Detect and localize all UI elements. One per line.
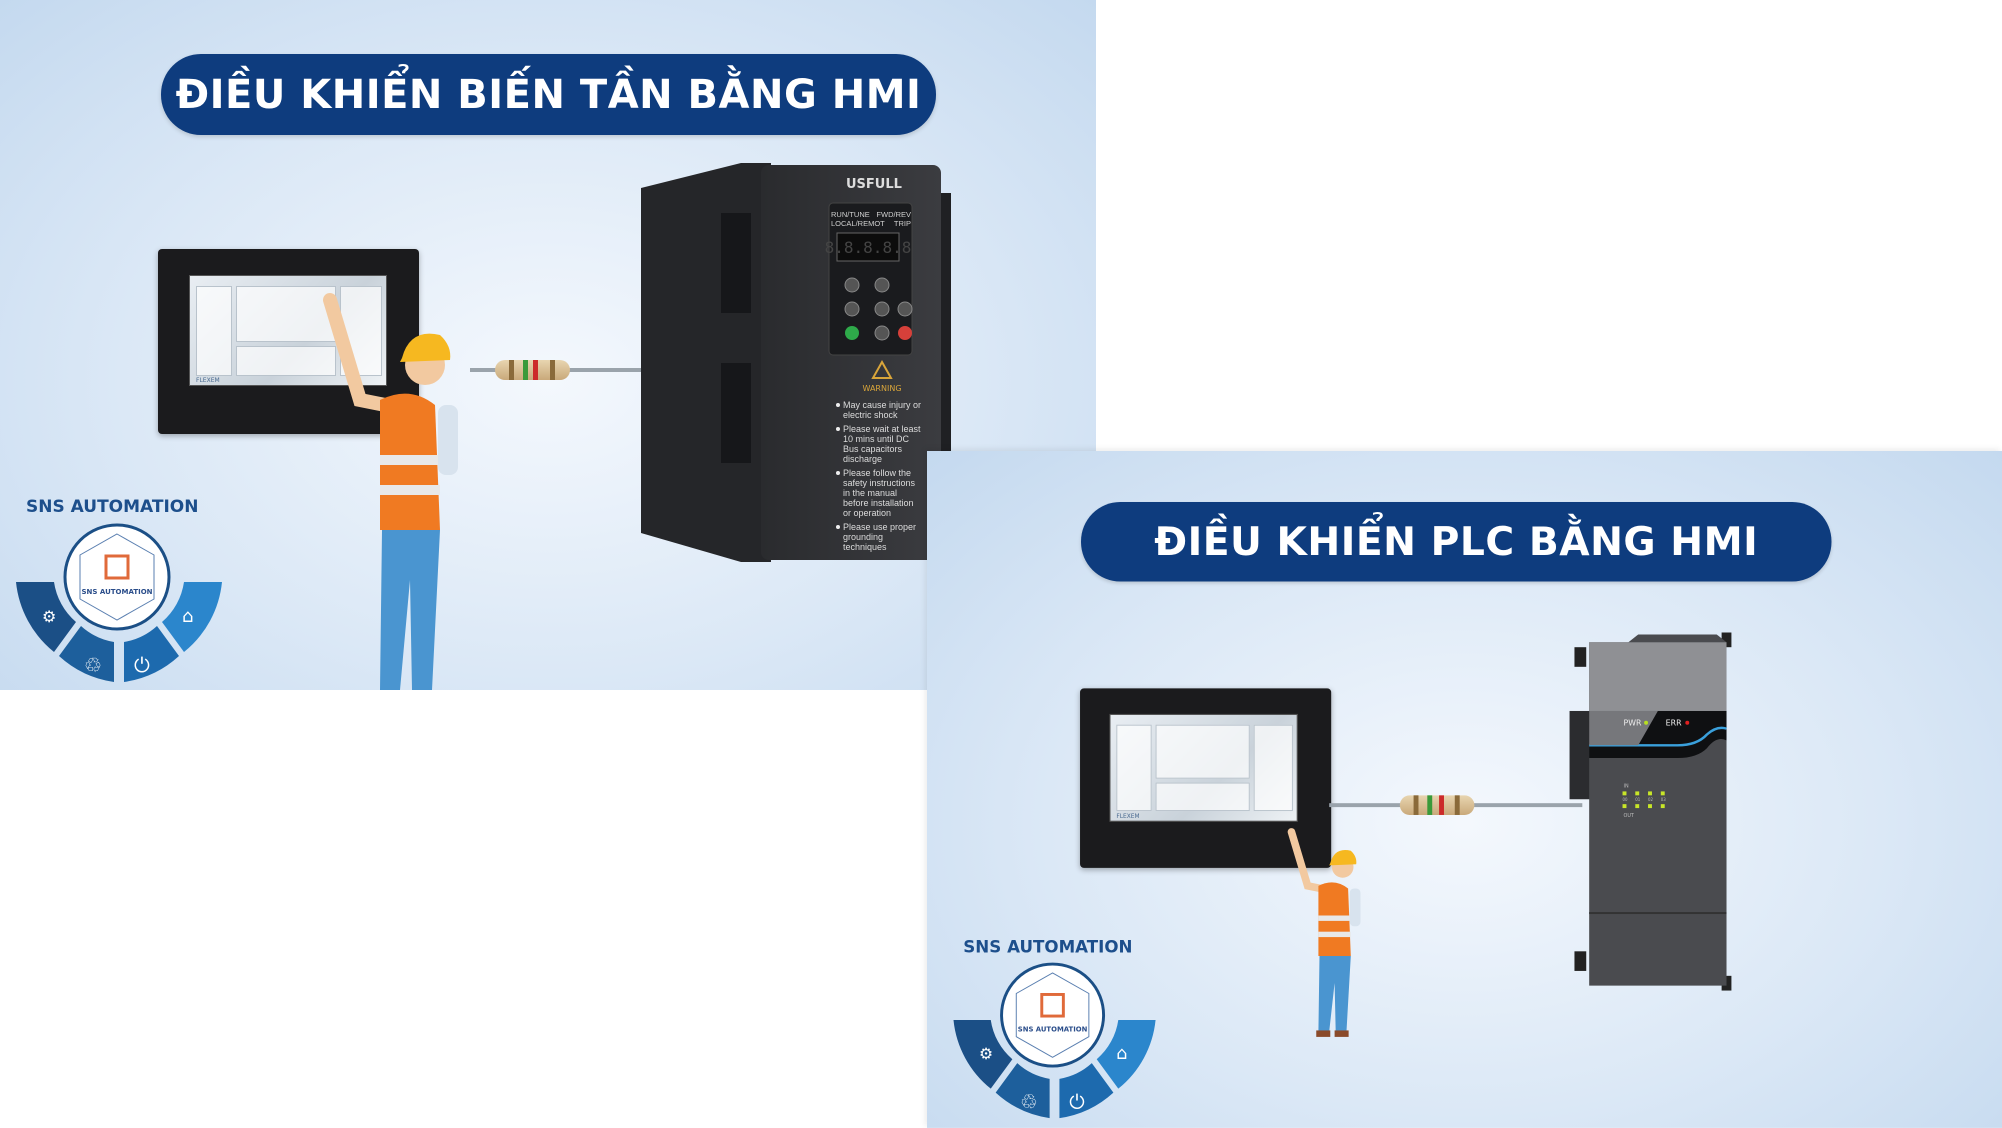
worker-illustration (1287, 828, 1361, 1037)
hmi-brand: FLEXEM (196, 377, 220, 384)
network-icon: ⚙ (42, 607, 56, 626)
warning-icon (871, 359, 893, 379)
frequency-inverter: 8.8.8.8.8 WARNING USFULL (641, 163, 951, 562)
vfd-warning-list: May cause injury or electric shock Pleas… (836, 400, 924, 556)
home-icon: ⌂ (182, 606, 193, 627)
status-label: TRIP (893, 219, 911, 228)
pwr-led (1644, 720, 1649, 725)
resistor-icon (1399, 795, 1475, 815)
status-label: LOCAL/REMOT (831, 219, 885, 228)
hmi-panel: FLEXEM (158, 249, 419, 434)
worker-illustration (323, 293, 458, 690)
err-label: ERR (1666, 719, 1682, 728)
svg-text:01: 01 (1635, 797, 1640, 802)
logo-title: SNS AUTOMATION (26, 497, 199, 517)
resistor-icon (495, 360, 570, 380)
warning-title: WARNING (862, 384, 901, 393)
power-icon: ⏻ (134, 653, 150, 677)
slide-title: ĐIỀU KHIỂN PLC BẰNG HMI (1081, 502, 1832, 582)
svg-text:02: 02 (1648, 797, 1653, 802)
sns-automation-logo: SNS AUTOMATION ⚙ ♲ ⏻ ⌂ (16, 523, 222, 682)
pwr-label: PWR (1624, 719, 1642, 728)
plc-module: PWR ERR IN 00 01 02 03 OUT (1569, 632, 1732, 991)
hmi-panel: FLEXEM (1080, 688, 1332, 868)
warning-item: Please follow the safety instructions in… (836, 468, 924, 518)
sns-automation-logo: SNS AUTOMATION ⚙ ♲ ⏻ ⌂ (953, 962, 1156, 1119)
warning-item: May cause injury or electric shock (836, 400, 924, 420)
stop-button (898, 326, 912, 340)
err-led (1685, 720, 1690, 725)
warning-item: Please use proper grounding techniques (836, 522, 924, 552)
vfd-status-labels: RUN/TUNE FWD/REV LOCAL/REMOT TRIP (831, 210, 911, 228)
warning-item: Please wait at least 10 mins until DC Bu… (836, 424, 924, 464)
slide-plc-hmi: ĐIỀU KHIỂN PLC BẰNG HMI FLEXEM PWR ERR I… (927, 451, 2002, 1128)
svg-text:SNS AUTOMATION: SNS AUTOMATION (81, 588, 152, 596)
home-icon: ⌂ (1116, 1044, 1127, 1064)
power-icon: ⏻ (1069, 1090, 1085, 1113)
vfd-display: 8.8.8.8.8 (825, 238, 912, 257)
svg-text:IN: IN (1624, 783, 1629, 789)
svg-text:OUT: OUT (1624, 813, 1634, 819)
logo-title: SNS AUTOMATION (963, 937, 1133, 958)
network-icon: ⚙ (979, 1044, 993, 1063)
status-label: RUN/TUNE (831, 210, 870, 219)
svg-text:SNS AUTOMATION: SNS AUTOMATION (1018, 1026, 1088, 1034)
hmi-screen: FLEXEM (189, 275, 387, 386)
slide-title: ĐIỀU KHIỂN BIẾN TẦN BẰNG HMI (161, 54, 936, 135)
recycle-icon: ♲ (1020, 1090, 1038, 1113)
vfd-brand: USFULL (846, 177, 902, 192)
recycle-icon: ♲ (84, 653, 102, 677)
slide-inverter-hmi: ĐIỀU KHIỂN BIẾN TẦN BẰNG HMI FLEXEM 8.8.… (0, 0, 1096, 690)
hmi-brand: FLEXEM (1116, 812, 1140, 820)
svg-text:00: 00 (1623, 797, 1628, 802)
svg-text:03: 03 (1661, 797, 1666, 802)
hmi-screen: FLEXEM (1109, 713, 1298, 822)
run-button (845, 326, 859, 340)
status-label: FWD/REV (876, 210, 911, 219)
